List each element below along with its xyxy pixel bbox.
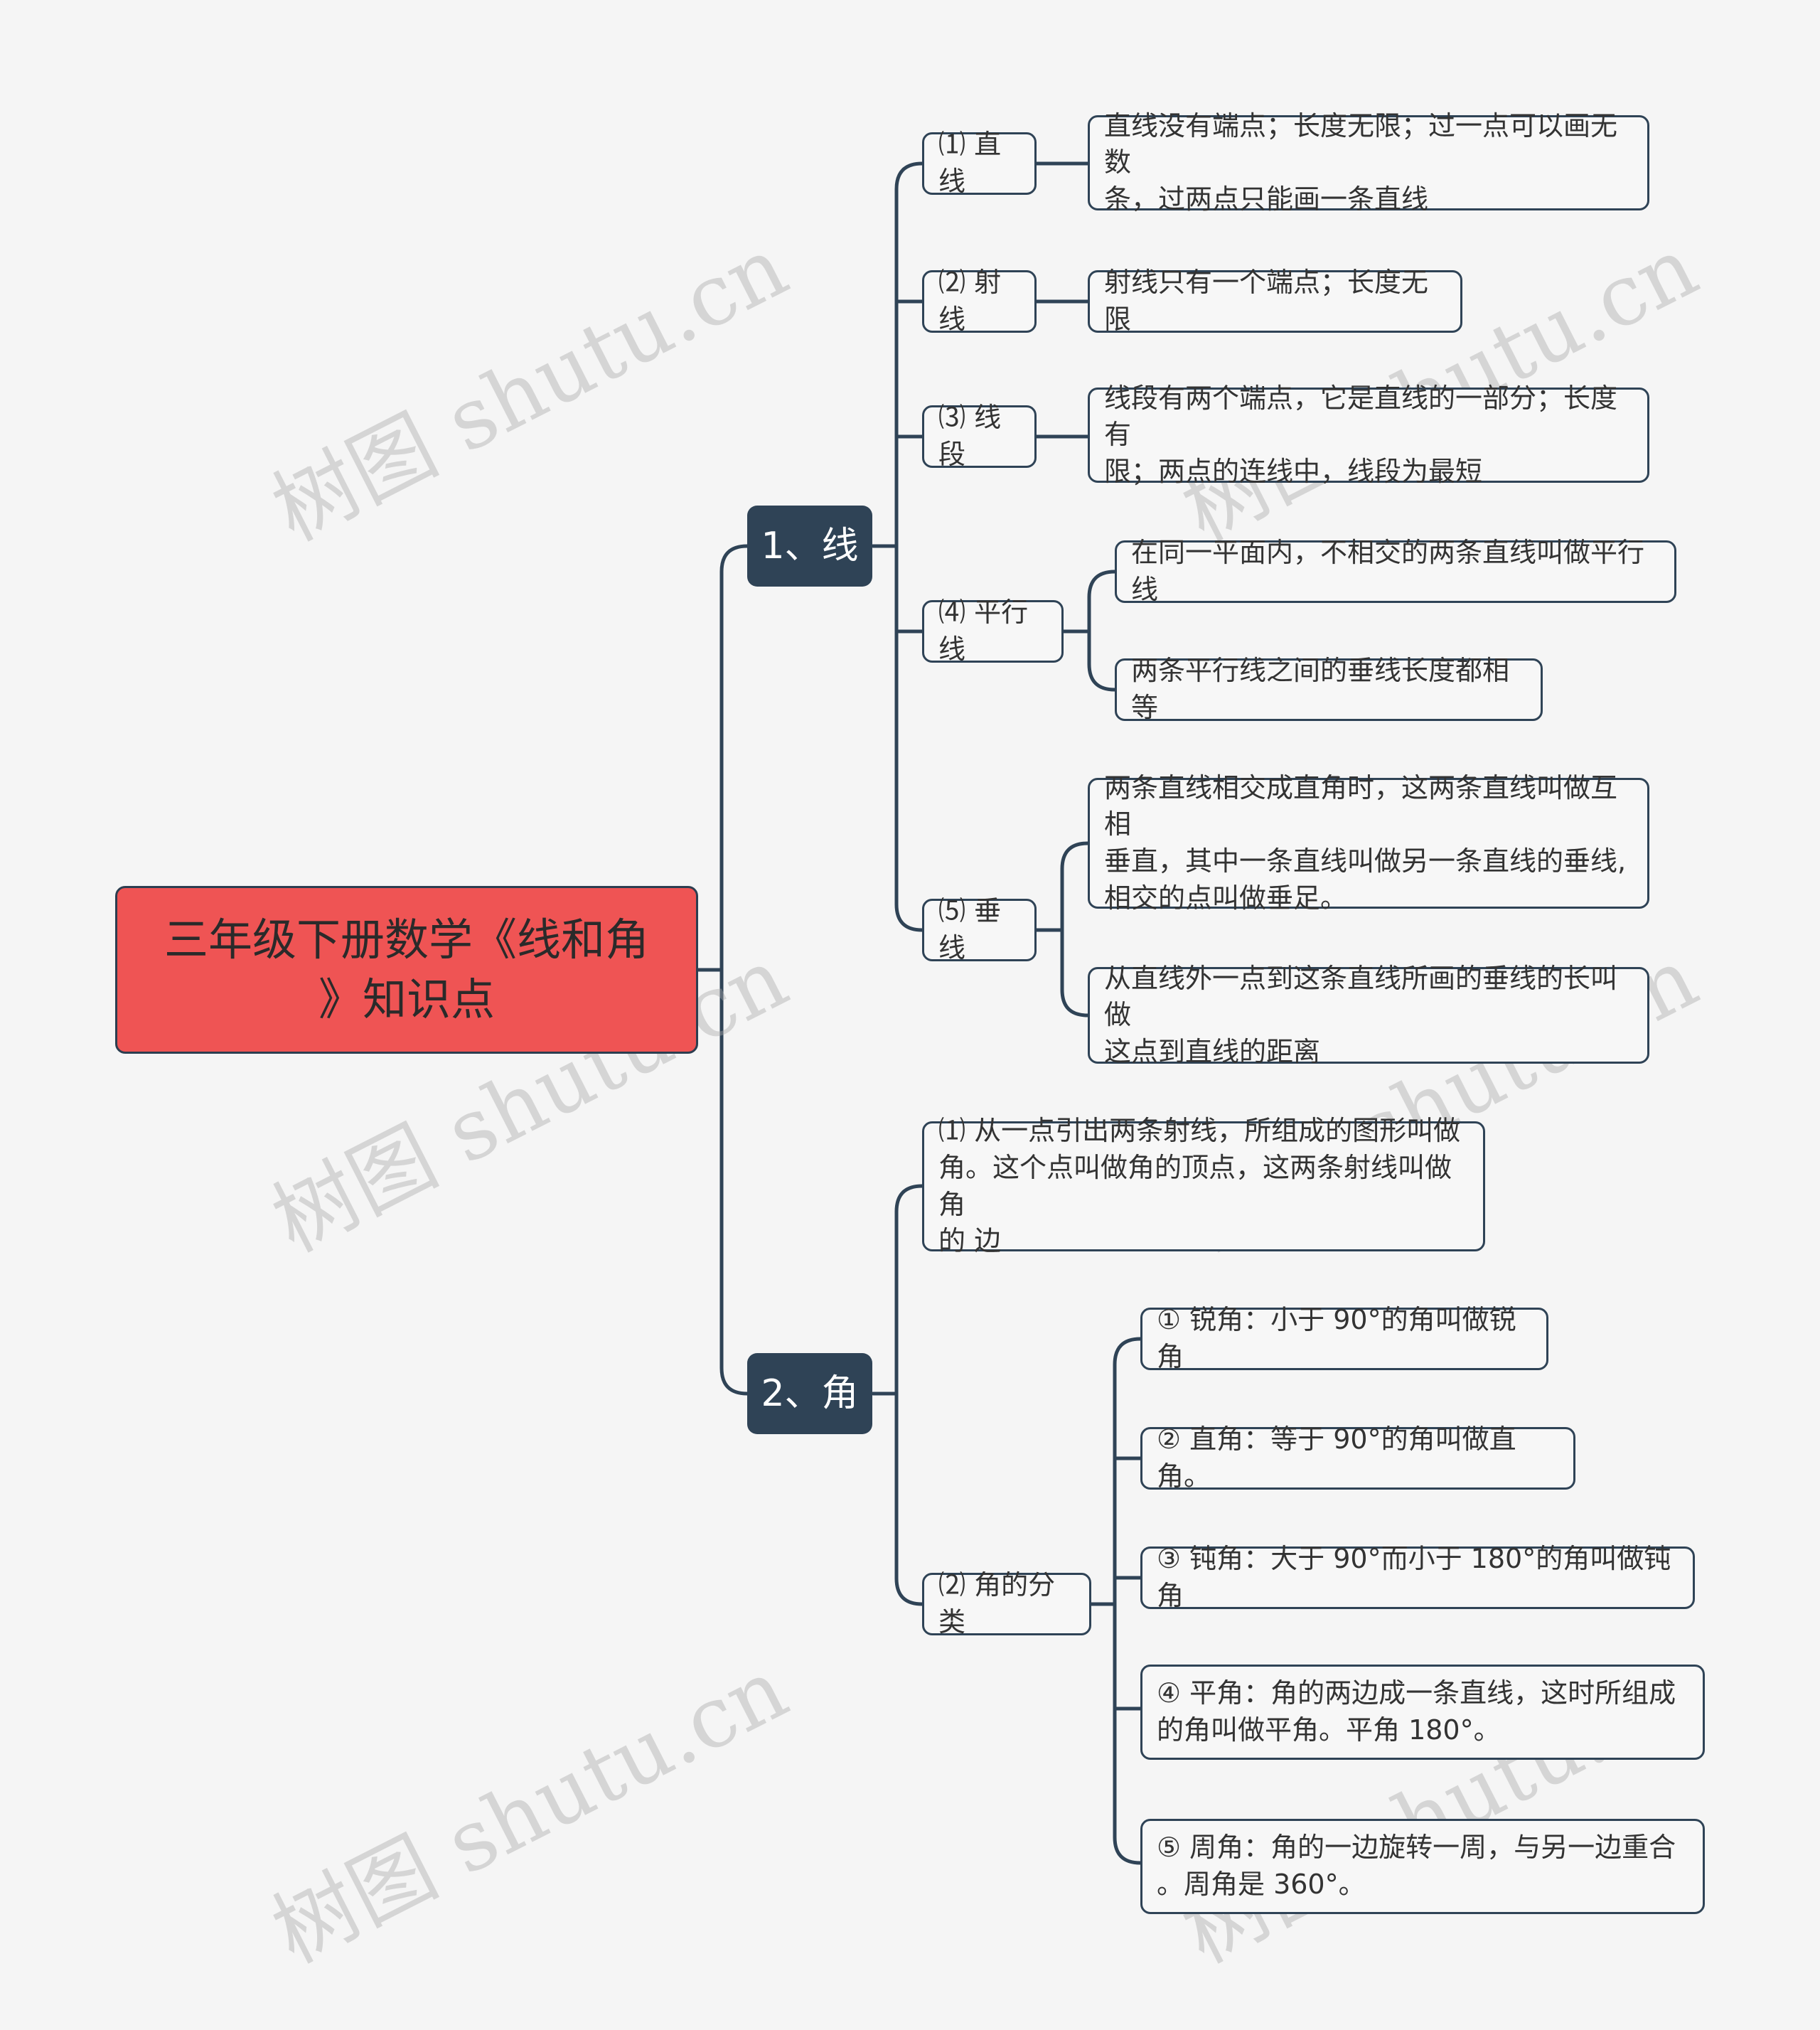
sub-topic-segment[interactable]: ⑶ 线段	[922, 402, 1037, 470]
detail-obtuse-angle[interactable]: ③ 钝角：大于 90°而小于 180°的角叫做钝角	[1140, 1543, 1695, 1611]
root-topic[interactable]: 三年级下册数学《线和角 》知识点	[115, 886, 698, 1054]
branch-lines[interactable]: 1、线	[747, 506, 872, 587]
branch-angles[interactable]: 2、角	[747, 1353, 872, 1434]
detail-segment[interactable]: 线段有两个端点，它是直线的一部分；长度有 限；两点的连线中，线段为最短	[1088, 383, 1649, 487]
sub-topic-angle-definition[interactable]: ⑴ 从一点引出两条射线，所组成的图形叫做 角。这个点叫做角的顶点，这两条射线叫做…	[922, 1115, 1485, 1256]
detail-perpendicular-2[interactable]: 从直线外一点到这条直线所画的垂线的长叫做 这点到直线的距离	[1088, 963, 1649, 1067]
detail-full-angle[interactable]: ⑤ 周角：角的一边旋转一周，与另一边重合 。周角是 360°。	[1140, 1819, 1705, 1914]
sub-topic-angle-classification[interactable]: ⑵ 角的分类	[922, 1569, 1091, 1638]
detail-acute-angle[interactable]: ① 锐角：小于 90°的角叫做锐角	[1140, 1304, 1548, 1372]
sub-topic-ray[interactable]: ⑵ 射线	[922, 267, 1037, 335]
detail-straight-angle[interactable]: ④ 平角：角的两边成一条直线，这时所组成 的角叫做平角。平角 180°。	[1140, 1665, 1705, 1760]
sub-topic-straight-line[interactable]: ⑴ 直线	[922, 129, 1037, 197]
detail-perpendicular-1[interactable]: 两条直线相交成直角时，这两条直线叫做互相 垂直，其中一条直线叫做另一条直线的垂线…	[1088, 772, 1649, 914]
sub-topic-parallel[interactable]: ⑷ 平行线	[922, 597, 1064, 665]
sub-topic-perpendicular[interactable]: ⑸ 垂线	[922, 895, 1037, 963]
detail-right-angle[interactable]: ② 直角：等于 90°的角叫做直角。	[1140, 1423, 1575, 1492]
detail-straight-line[interactable]: 直线没有端点；长度无限；过一点可以画无数 条，过两点只能画一条直线	[1088, 110, 1649, 215]
detail-ray[interactable]: 射线只有一个端点；长度无限	[1088, 267, 1462, 335]
detail-parallel-2[interactable]: 两条平行线之间的垂线长度都相等	[1115, 655, 1543, 723]
detail-parallel-1[interactable]: 在同一平面内，不相交的两条直线叫做平行线	[1115, 537, 1676, 605]
